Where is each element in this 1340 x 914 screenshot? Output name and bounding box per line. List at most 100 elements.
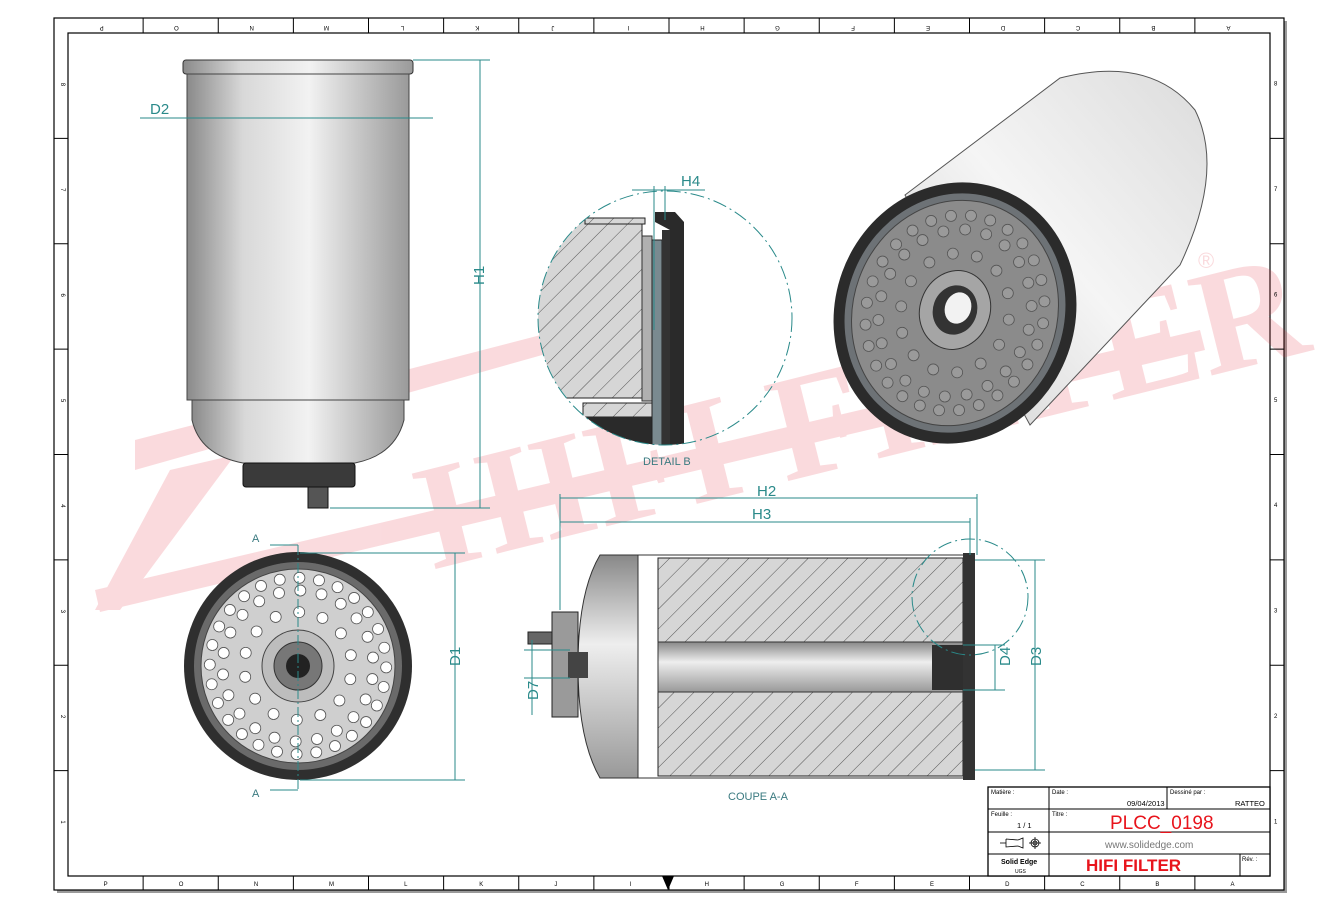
perforation-hole	[981, 380, 994, 392]
grid-row-label: 6	[1274, 292, 1278, 298]
perforation-hole	[294, 584, 307, 597]
grid-column-label: J	[554, 882, 557, 888]
perforation-hole	[923, 256, 936, 269]
grid-column-label: M	[324, 24, 329, 30]
grid-column-label: H	[700, 24, 704, 30]
grid-row-label: 8	[59, 83, 65, 87]
perforation-hole	[359, 693, 372, 706]
perforation-hole	[250, 625, 263, 638]
grid-row-label: 7	[59, 188, 65, 192]
perforation-hole	[974, 357, 987, 370]
perforation-hole	[881, 376, 894, 389]
section-label: COUPE A-A	[728, 791, 789, 803]
software-vendor: UGS	[1015, 869, 1027, 875]
perforation-hole	[896, 390, 909, 403]
perforation-hole	[316, 612, 329, 624]
grid-column-label: N	[249, 24, 253, 30]
perforation-hole	[310, 746, 323, 759]
perforation-hole	[224, 626, 237, 639]
perforation-hole	[905, 275, 917, 288]
perforation-hole	[906, 224, 919, 237]
perforation-hole	[907, 349, 920, 362]
perforation-hole	[252, 738, 265, 751]
perforation-hole	[347, 711, 360, 724]
perforation-hole	[1001, 223, 1014, 236]
perforation-hole	[222, 689, 235, 702]
dim-d2: D2	[150, 101, 169, 118]
grid-column-label: N	[254, 882, 258, 888]
perforation-hole	[293, 571, 306, 584]
grid-column-label: D	[1000, 24, 1005, 30]
perforation-hole	[267, 708, 280, 720]
perforation-hole	[913, 399, 926, 412]
perforation-hole	[1035, 274, 1048, 286]
perforation-hole	[239, 670, 252, 683]
perforation-hole	[972, 399, 985, 411]
perforation-hole	[895, 300, 908, 313]
dim-d1: D1	[447, 647, 464, 666]
perforation-hole	[213, 620, 226, 633]
perforation-hole	[206, 639, 219, 651]
grid-column-label: H	[705, 882, 709, 888]
perforation-hole	[916, 234, 929, 246]
perforation-hole	[314, 709, 327, 721]
isometric-view	[833, 70, 1208, 444]
grid-column-label: D	[1005, 882, 1010, 888]
grid-column-label: K	[475, 24, 479, 30]
grid-column-label: B	[1155, 882, 1159, 888]
perforation-hole	[313, 574, 325, 587]
perforation-hole	[249, 722, 262, 735]
perforation-hole	[1021, 358, 1034, 371]
grid-column-label: A	[1230, 882, 1234, 888]
perforation-hole	[224, 604, 236, 616]
perforation-hole	[1013, 256, 1025, 268]
perforation-hole	[866, 275, 879, 288]
section-marker-bottom: A	[252, 788, 260, 800]
drawn-by-value: RATTEO	[1235, 799, 1265, 808]
perforation-hole	[917, 385, 930, 398]
grid-column-label: B	[1151, 24, 1155, 30]
dim-d7: D7	[525, 681, 542, 700]
perforation-hole	[965, 209, 977, 222]
perforation-hole	[370, 699, 383, 712]
perforation-hole	[1001, 287, 1014, 300]
grid-column-label: L	[404, 882, 408, 888]
perforation-hole	[233, 707, 246, 720]
grid-column-label: F	[851, 24, 855, 30]
perforation-hole	[290, 748, 303, 761]
grid-column-label: K	[479, 882, 483, 888]
perforation-hole	[1008, 375, 1020, 388]
perforation-hole	[271, 745, 283, 758]
perforation-hole	[980, 228, 993, 241]
perforation-hole	[875, 337, 888, 350]
perforation-hole	[953, 404, 965, 417]
dim-h4: H4	[681, 173, 700, 190]
grid-column-label: I	[629, 882, 631, 888]
perforation-hole	[884, 267, 897, 280]
grid-row-label: 8	[1274, 82, 1278, 88]
grid-column-label: L	[400, 24, 404, 30]
perforation-hole	[1037, 317, 1049, 330]
perforation-hole	[344, 649, 357, 662]
center-mark-icon	[662, 876, 674, 890]
perforation-hole	[970, 250, 983, 263]
perforation-hole	[938, 390, 951, 403]
perforation-hole	[960, 388, 973, 401]
perforation-hole	[236, 728, 248, 740]
perforation-hole	[927, 363, 940, 376]
perforation-hole	[885, 358, 897, 370]
software-name: Solid Edge	[1001, 859, 1037, 866]
perforation-hole	[1022, 276, 1035, 289]
perforation-hole	[925, 215, 938, 227]
perforation-hole	[990, 264, 1003, 277]
grid-column-label: P	[100, 24, 104, 30]
border-grid: PPOONNMMLLKKJJIIHHGGFFEEDDCCBBAA88776655…	[54, 18, 1284, 890]
perforation-hole	[315, 588, 328, 601]
dim-h1: H1	[471, 266, 488, 285]
perforation-hole	[933, 404, 945, 417]
perforation-hole	[1022, 323, 1035, 336]
grid-column-label: P	[104, 882, 108, 888]
grid-row-label: 3	[59, 610, 65, 614]
grid-row-label: 2	[1274, 714, 1278, 720]
